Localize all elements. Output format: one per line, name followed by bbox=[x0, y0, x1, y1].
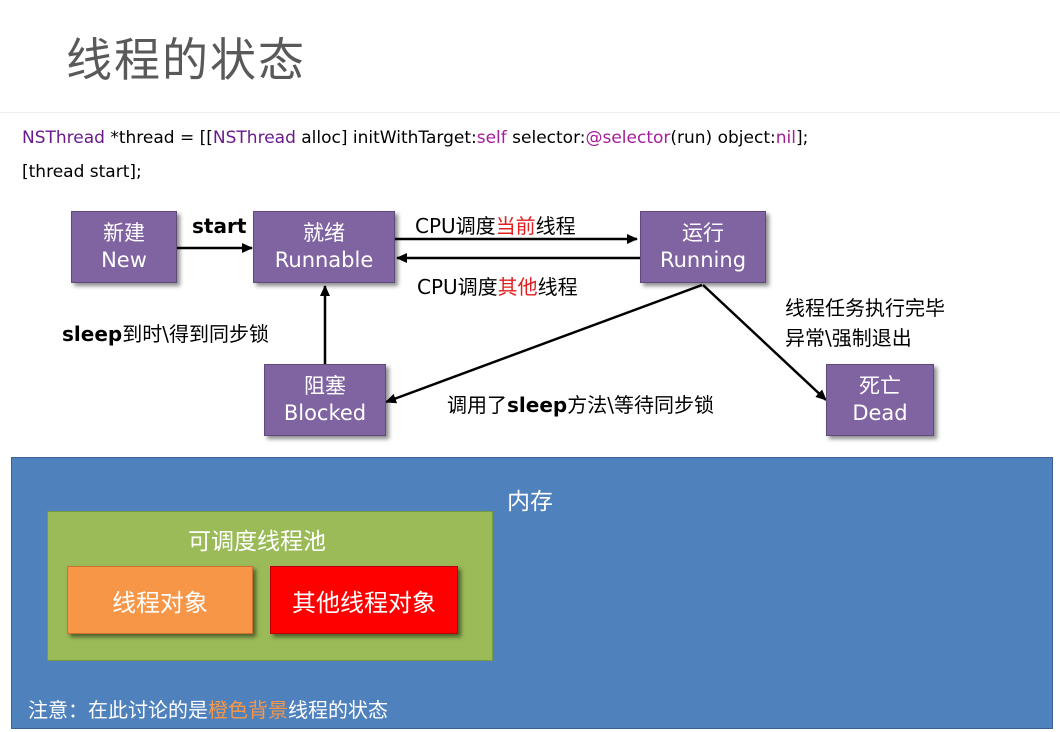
code-token: NSThread bbox=[22, 128, 105, 148]
code-token: @selector bbox=[585, 128, 671, 148]
label-start: start bbox=[192, 214, 247, 238]
label-part: sleep bbox=[507, 393, 568, 417]
state-new: 新建 New bbox=[71, 211, 177, 283]
state-runnable: 就绪 Runnable bbox=[253, 211, 395, 283]
label-part: 线程 bbox=[535, 214, 576, 238]
state-en-label: Running bbox=[659, 248, 747, 272]
state-cn-label: 死亡 bbox=[859, 374, 901, 398]
state-cn-label: 运行 bbox=[682, 221, 724, 245]
code-line-1: NSThread *thread = [[NSThread alloc] ini… bbox=[22, 128, 808, 148]
state-cn-label: 阻塞 bbox=[304, 374, 346, 398]
label-part: 到时\得到同步锁 bbox=[122, 322, 269, 346]
label-part: 线程 bbox=[537, 275, 578, 299]
note-part: 线程的状态 bbox=[288, 698, 388, 722]
label-finish-line-1: 线程任务执行完毕 bbox=[785, 296, 945, 320]
code-token: NSThread bbox=[212, 128, 296, 148]
state-cn-label: 就绪 bbox=[303, 221, 345, 245]
state-en-label: Blocked bbox=[283, 401, 367, 425]
state-running: 运行 Running bbox=[640, 211, 766, 283]
state-dead: 死亡 Dead bbox=[826, 364, 934, 436]
code-token: self bbox=[476, 128, 507, 148]
note-part-highlight: 橙色背景 bbox=[208, 698, 288, 722]
memory-note: 注意：在此讨论的是橙色背景线程的状态 bbox=[28, 694, 388, 723]
arrow-running-to-blocked bbox=[385, 283, 703, 404]
label-part: 调用了 bbox=[447, 393, 507, 417]
label-to-runnable: CPU调度其他线程 bbox=[417, 271, 578, 300]
state-en-label: New bbox=[101, 248, 147, 272]
label-part-highlight: 当前 bbox=[495, 214, 536, 238]
thread-pool-title: 可调度线程池 bbox=[188, 529, 326, 555]
code-token: selector: bbox=[506, 128, 586, 148]
state-en-label: Dead bbox=[852, 401, 908, 425]
code-token: ]; bbox=[795, 128, 809, 148]
code-token: nil bbox=[775, 128, 796, 148]
state-en-label: Runnable bbox=[274, 248, 374, 272]
state-cn-label: 新建 bbox=[103, 221, 145, 245]
code-line-2: [thread start]; bbox=[22, 162, 142, 182]
memory-title: 内存 bbox=[507, 489, 553, 515]
label-sleep-done: sleep到时\得到同步锁 bbox=[62, 318, 269, 347]
code-token: (run) object: bbox=[670, 128, 776, 148]
label-part: sleep bbox=[62, 322, 123, 346]
label-to-running: CPU调度当前线程 bbox=[415, 210, 576, 239]
thread-object-orange: 线程对象 bbox=[67, 566, 253, 634]
label-part: 方法\等待同步锁 bbox=[567, 393, 714, 417]
note-part: 注意：在此讨论的是 bbox=[28, 698, 208, 722]
arrow-running-to-dead bbox=[702, 284, 827, 401]
code-token: *thread = [[ bbox=[104, 128, 213, 148]
label-call-sleep: 调用了sleep方法\等待同步锁 bbox=[447, 389, 714, 418]
label-part: CPU调度 bbox=[417, 275, 498, 299]
state-blocked: 阻塞 Blocked bbox=[264, 364, 386, 436]
thread-object-red: 其他线程对象 bbox=[270, 566, 458, 634]
title-divider bbox=[0, 112, 1060, 113]
code-token: alloc] initWithTarget: bbox=[295, 128, 477, 148]
label-part-highlight: 其他 bbox=[497, 275, 538, 299]
label-finish-line-2: 异常\强制退出 bbox=[785, 326, 912, 350]
page-title: 线程的状态 bbox=[66, 33, 306, 87]
label-part: CPU调度 bbox=[415, 214, 496, 238]
